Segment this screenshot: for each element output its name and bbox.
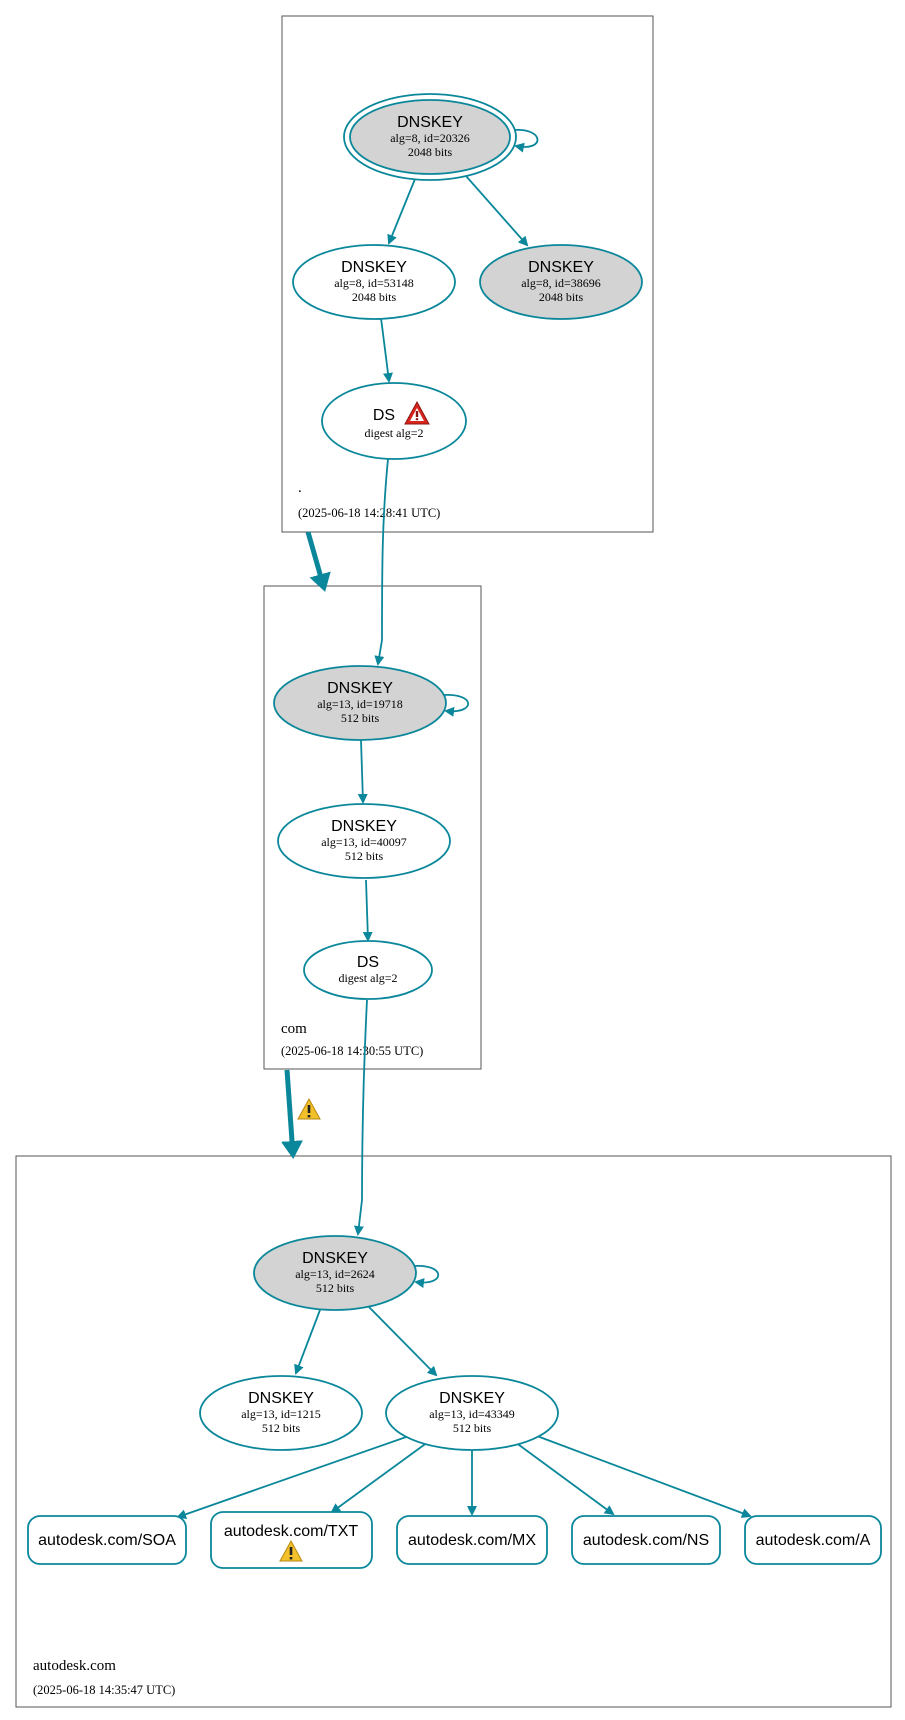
node-autodesk-zsk-id: alg=13, id=43349	[429, 1407, 515, 1421]
node-com-ksk: DNSKEY alg=13, id=19718 512 bits	[273, 665, 447, 741]
rrset-a: autodesk.com/A	[744, 1515, 882, 1565]
zone-autodesk-box	[15, 1155, 892, 1708]
rrset-mx: autodesk.com/MX	[396, 1515, 548, 1565]
node-root-ksk-bits: 2048 bits	[408, 145, 453, 159]
rrset-txt-warning-icon	[279, 1539, 303, 1562]
node-autodesk-ksk-title: DNSKEY	[302, 1250, 368, 1267]
rrset-soa: autodesk.com/SOA	[27, 1515, 187, 1565]
node-root-ds-title: DS	[373, 407, 395, 424]
edge-root-ksk-to-zsk	[387, 178, 416, 245]
node-root-key3: DNSKEY alg=8, id=38696 2048 bits	[479, 244, 643, 320]
zone-com: com (2025-06-18 14:30:55 UTC)	[263, 585, 482, 1070]
edge-com-zsk-to-ds	[362, 879, 373, 942]
node-autodesk-1215-id: alg=13, id=1215	[241, 1407, 321, 1421]
node-root-ksk: DNSKEY alg=8, id=20326 2048 bits	[343, 93, 517, 181]
rrset-txt: autodesk.com/TXT	[210, 1511, 373, 1569]
edge-com-ds-to-autodesk-ksk	[353, 999, 368, 1236]
delegation-com-autodesk-arrow	[281, 1069, 303, 1159]
rrset-a-label: autodesk.com/A	[756, 1532, 871, 1549]
rrset-ns: autodesk.com/NS	[571, 1515, 721, 1565]
zone-autodesk-time: (2025-06-18 14:35:47 UTC)	[33, 1683, 175, 1697]
edge-zsk-to-a	[536, 1435, 752, 1518]
edge-root-zsk-to-ds	[380, 317, 393, 383]
node-com-zsk-id: alg=13, id=40097	[321, 835, 407, 849]
node-com-ksk-title: DNSKEY	[327, 680, 393, 697]
node-com-ds-digest: digest alg=2	[338, 971, 397, 985]
node-root-zsk-title: DNSKEY	[341, 259, 407, 276]
zone-root-name: .	[298, 480, 302, 496]
delegation-warning-icon	[297, 1097, 321, 1120]
node-com-zsk-title: DNSKEY	[331, 818, 397, 835]
edge-autodesk-ksk-self-loop	[413, 1265, 440, 1289]
node-root-ds-digest: digest alg=2	[364, 426, 423, 440]
node-com-zsk-bits: 512 bits	[345, 849, 384, 863]
node-root-key3-title: DNSKEY	[528, 259, 594, 276]
node-com-zsk: DNSKEY alg=13, id=40097 512 bits	[277, 803, 451, 879]
node-autodesk-1215-bits: 512 bits	[262, 1421, 301, 1435]
zone-autodesk: autodesk.com (2025-06-18 14:35:47 UTC)	[15, 1155, 892, 1708]
node-root-key3-bits: 2048 bits	[539, 290, 584, 304]
node-autodesk-zsk-title: DNSKEY	[439, 1390, 505, 1407]
node-root-zsk: DNSKEY alg=8, id=53148 2048 bits	[292, 244, 456, 320]
node-root-zsk-bits: 2048 bits	[352, 290, 397, 304]
node-autodesk-1215-title: DNSKEY	[248, 1390, 314, 1407]
zone-root-box	[281, 15, 654, 533]
edge-zsk-to-soa	[176, 1435, 410, 1520]
edge-autodesk-ksk-to-zsk	[367, 1305, 438, 1377]
zone-com-name: com	[281, 1021, 307, 1037]
node-autodesk-ksk: DNSKEY alg=13, id=2624 512 bits	[253, 1235, 417, 1311]
rrset-soa-label: autodesk.com/SOA	[38, 1532, 176, 1549]
rrset-mx-label: autodesk.com/MX	[408, 1532, 536, 1549]
zone-root-time: (2025-06-18 14:28:41 UTC)	[298, 506, 440, 520]
node-root-zsk-id: alg=8, id=53148	[334, 276, 414, 290]
delegation-root-com-arrow	[305, 531, 331, 592]
node-com-ksk-id: alg=13, id=19718	[317, 697, 403, 711]
rrset-ns-label: autodesk.com/NS	[583, 1532, 709, 1549]
edge-com-ksk-self-loop	[442, 694, 470, 717]
edge-zsk-to-txt	[330, 1441, 429, 1514]
zone-com-box	[263, 585, 482, 1070]
node-root-key3-id: alg=8, id=38696	[521, 276, 601, 290]
node-autodesk-1215: DNSKEY alg=13, id=1215 512 bits	[199, 1375, 363, 1451]
node-autodesk-zsk-bits: 512 bits	[453, 1421, 492, 1435]
edge-com-ksk-to-zsk	[357, 739, 368, 804]
node-com-ds-title: DS	[357, 954, 379, 971]
node-com-ds: DS digest alg=2	[303, 940, 433, 1000]
error-icon	[404, 400, 430, 425]
edge-autodesk-ksk-to-1215	[294, 1309, 321, 1375]
zone-root: . (2025-06-18 14:28:41 UTC)	[281, 15, 654, 533]
node-root-ksk-title: DNSKEY	[397, 114, 463, 131]
node-autodesk-zsk: DNSKEY alg=13, id=43349 512 bits	[385, 1375, 559, 1451]
edge-zsk-to-ns	[514, 1441, 615, 1516]
edge-root-ksk-self-loop	[513, 129, 539, 153]
edge-root-ksk-to-key3	[465, 175, 529, 247]
node-autodesk-ksk-bits: 512 bits	[316, 1281, 355, 1295]
node-root-ds: DS digest alg=2	[321, 382, 467, 460]
node-com-ksk-bits: 512 bits	[341, 711, 380, 725]
zone-autodesk-name: autodesk.com	[33, 1658, 116, 1674]
node-autodesk-ksk-id: alg=13, id=2624	[295, 1267, 375, 1281]
edge-root-ds-to-com-ksk	[374, 458, 389, 666]
rrset-txt-label: autodesk.com/TXT	[224, 1523, 359, 1540]
zone-com-time: (2025-06-18 14:30:55 UTC)	[281, 1044, 423, 1058]
node-root-ksk-id: alg=8, id=20326	[390, 131, 470, 145]
